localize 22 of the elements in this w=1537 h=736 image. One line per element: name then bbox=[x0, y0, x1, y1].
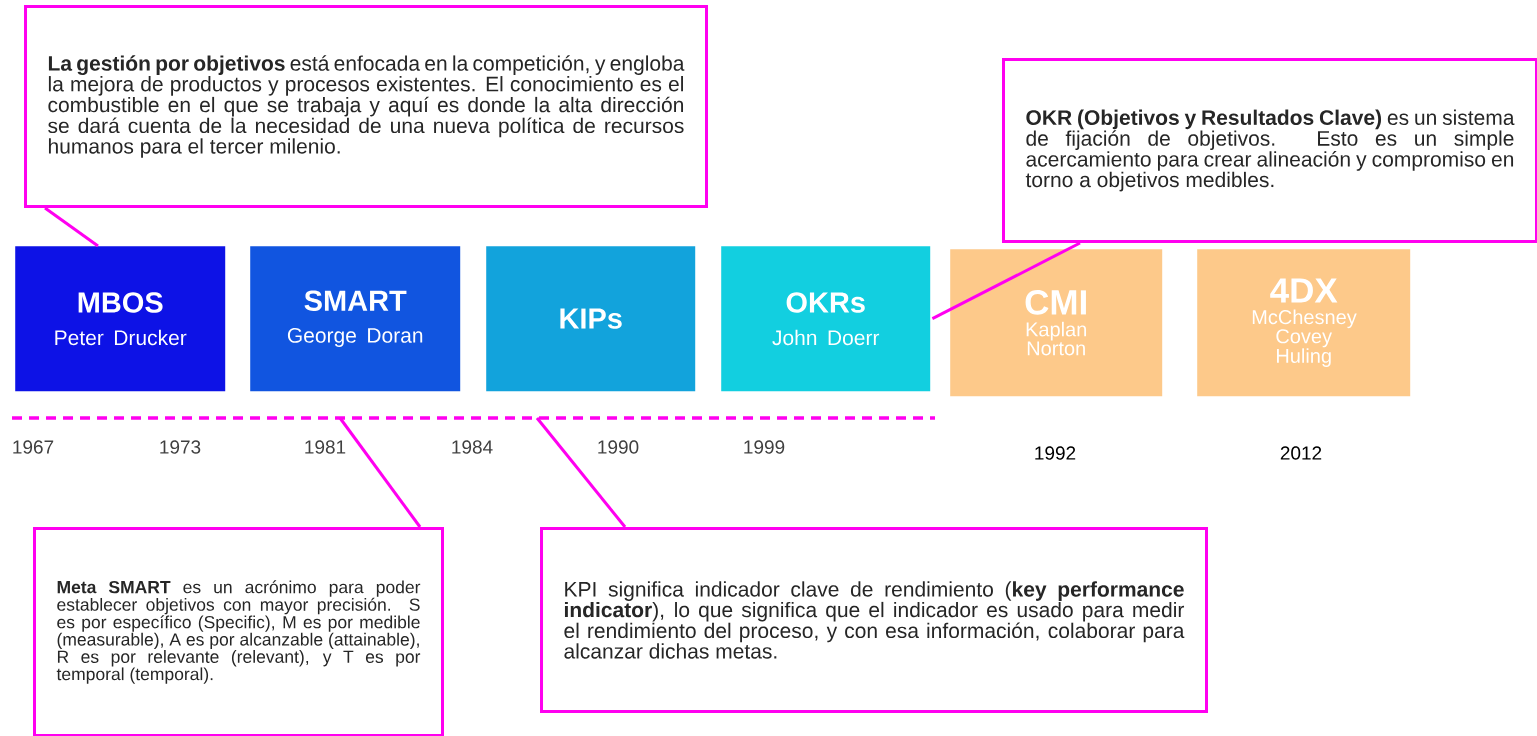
leader-line bbox=[535, 417, 627, 528]
year-label: 1973 bbox=[160, 440, 201, 454]
callout-box: La gestión por objetivos está enfocada en la competición, y engloba la mejora de productos y procesos existentes. El conocimiento es el combustible en el que se trabaja y aquí es donde la alta dirección se dará cuenta de la necesidad de una nueva política de recursos humanos para el tercer milenio. bbox=[24, 5, 708, 208]
year-label: 1999 bbox=[744, 440, 785, 454]
method-box: 4DX McChesney Covey Huling bbox=[1197, 249, 1411, 397]
year-label: 1967 bbox=[13, 440, 54, 454]
leader-line bbox=[44, 206, 99, 248]
method-box: CMI Kaplan Norton bbox=[950, 249, 1163, 397]
callout-box: KPI significa indicador clave de rendimiento (key performance indicator), lo que significa que el indicador es usado para medir el rendimiento del proceso, y con esa información, colaborar para alcanzar dichas metas. bbox=[540, 527, 1208, 713]
leader-line bbox=[931, 241, 1081, 321]
year-label: 1992 bbox=[1035, 446, 1076, 460]
method-box: MBOS Peter Drucker bbox=[15, 246, 226, 392]
callout-box: Meta SMART es un acrónimo para poder establecer objetivos con mayor precisión. S es por específico (Specific), M es por medible (measurable), A es por alcanzable (attainable), R es por relevante (relevant), y T es por temporal (temporal). bbox=[33, 527, 444, 736]
method-box: OKRs John Doerr bbox=[721, 246, 931, 392]
year-label: 2012 bbox=[1280, 446, 1322, 460]
year-label: 1981 bbox=[305, 440, 346, 454]
callout-box: OKR (Objetivos y Resultados Clave) es un sistema de fijación de objetivos. Esto es un simple acercamiento para crear alineación y compromiso en torno a objetivos medibles. bbox=[1002, 58, 1537, 243]
year-label: 1984 bbox=[452, 440, 493, 454]
method-box: SMART George Doran bbox=[250, 246, 461, 392]
leader-line bbox=[338, 417, 422, 528]
method-box: KIPs bbox=[486, 246, 696, 392]
year-label: 1990 bbox=[598, 440, 639, 454]
